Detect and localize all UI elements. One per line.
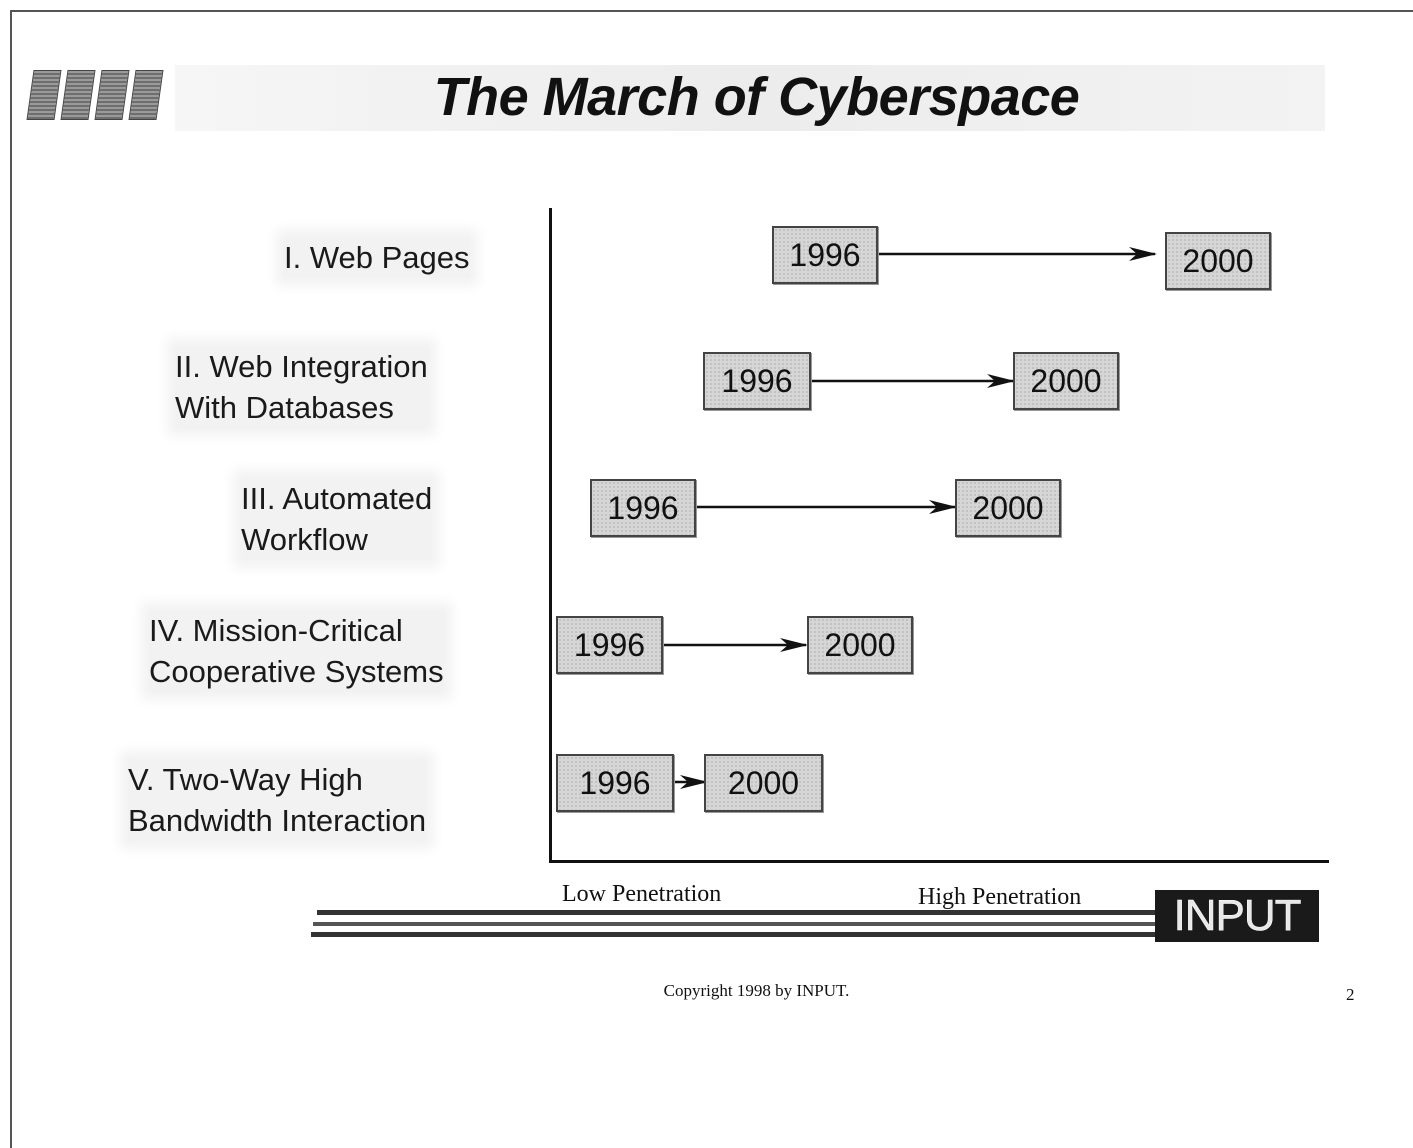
page-title: The March of Cyberspace [433,67,1080,127]
stage-label-line: V. Two-Way High [128,762,363,797]
horizontal-axis [549,860,1329,863]
page-number: 2 [1346,985,1355,1004]
low-penetration-label: Low Penetration [562,881,722,907]
title-band [175,65,1325,131]
page-frame [10,10,1413,1148]
stage-label-1: I. Web Pages [284,237,470,278]
stage-5-end-box: 2000 [704,754,823,812]
stage-5-start-box: 1996 [556,754,674,812]
stage-label-line: Cooperative Systems [149,654,444,689]
stage-label-line: Workflow [241,522,368,557]
stage-label-line: IV. Mission-Critical [149,613,403,648]
stage-label-5: V. Two-Way High Bandwidth Interaction [128,759,427,841]
stage-label-line: With Databases [175,390,394,425]
footer-rule [311,908,1158,942]
stage-label-3: III. Automated Workflow [241,478,433,560]
vertical-axis [549,208,552,863]
high-penetration-label: High Penetration [918,884,1082,910]
stage-4-end-box: 2000 [807,616,913,674]
stage-label-line: II. Web Integration [175,349,428,384]
stage-label-line: III. Automated [241,481,433,516]
copyright-text: Copyright 1998 by INPUT. [663,981,850,1000]
stage-2-end-box: 2000 [1013,352,1119,410]
stage-1-start-box: 1996 [772,226,878,284]
stage-label-line: Bandwidth Interaction [128,803,427,838]
stage-3-start-box: 1996 [590,479,696,537]
stage-3-end-box: 2000 [955,479,1061,537]
stage-4-start-box: 1996 [556,616,663,674]
stage-1-end-box: 2000 [1165,232,1271,290]
stage-label-4: IV. Mission-Critical Cooperative Systems [149,610,444,692]
stage-label-2: II. Web Integration With Databases [175,346,428,428]
input-logo: INPUT [1155,890,1319,942]
stage-2-start-box: 1996 [703,352,811,410]
stage-label-line: I. Web Pages [284,240,470,275]
